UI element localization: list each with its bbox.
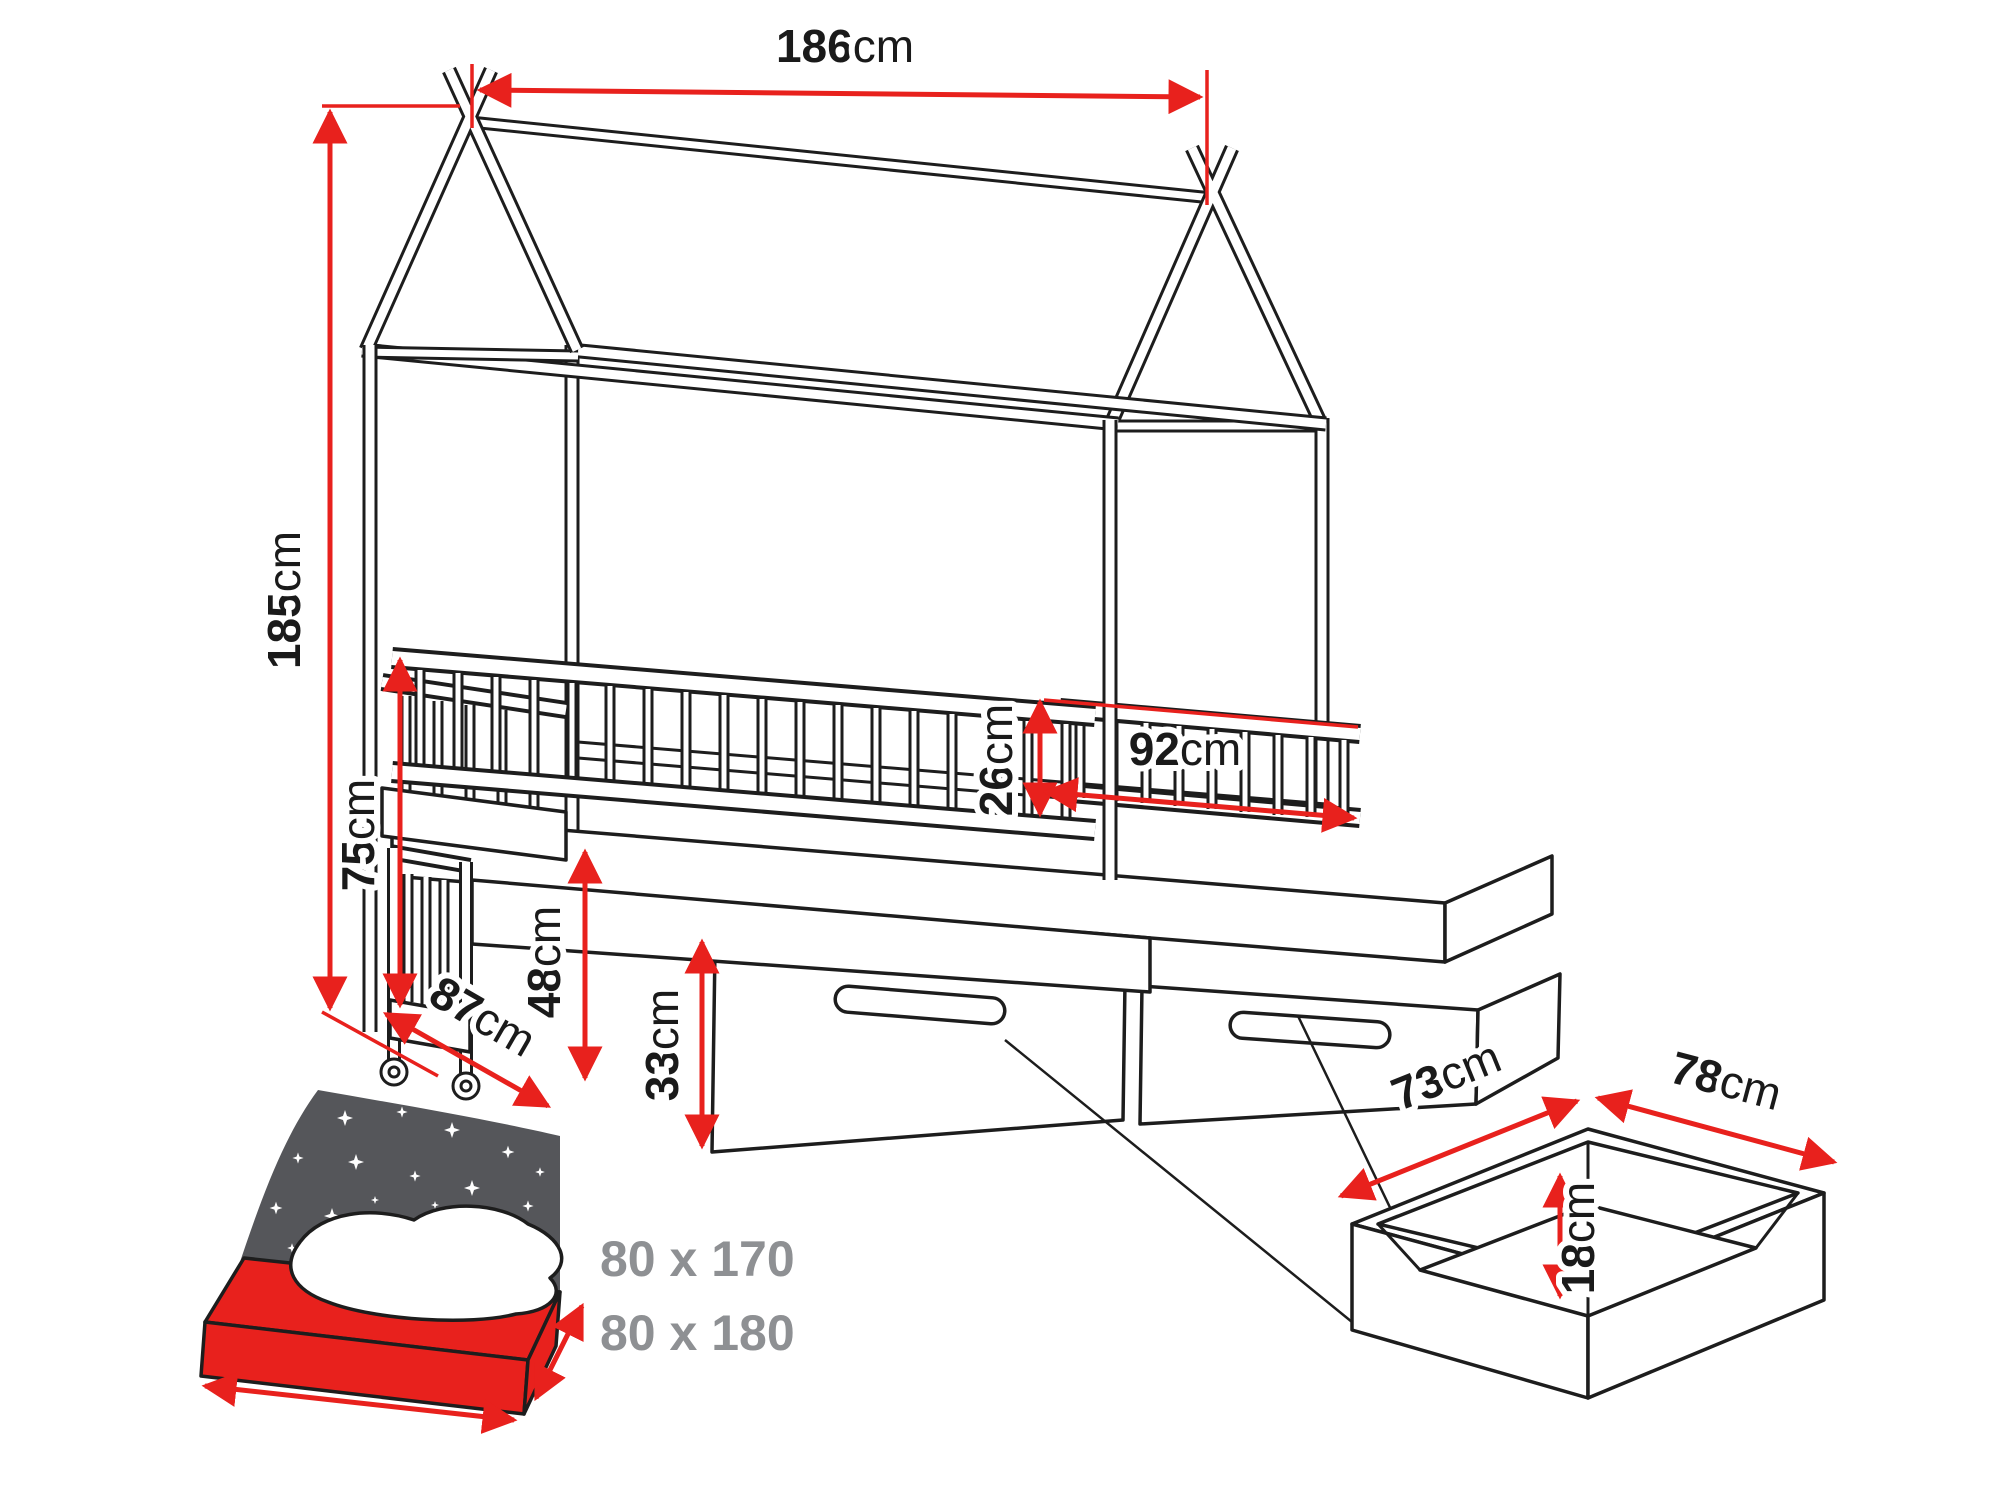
dimension-label-92: 92cm [1129,723,1242,775]
duvet [289,1204,564,1322]
right-drawer-side [1474,972,1562,1106]
dim-line-186 [476,72,1204,115]
dim-line-92 [1042,777,1358,833]
dimension-label-33: 33cm [636,989,688,1102]
right-drawer-handle [1228,1010,1392,1050]
dimension-label-26: 26cm [970,704,1022,817]
front-guard-rail [391,647,1096,841]
dim-line-73 [1337,1096,1581,1201]
dimension-label-18: 18cm [1552,1182,1604,1295]
drawer-front-right-face [1586,1191,1826,1400]
mattress-pictogram [199,1090,585,1434]
dimension-label-75: 75cm [332,779,384,892]
dimension-lines [312,64,1838,1300]
dimension-label-185: 185cm [258,531,310,669]
left-drawer-handle [833,984,1007,1026]
dimension-label-48: 48cm [518,906,570,1019]
mattress-size-top: 80 x 170 [600,1231,795,1287]
bed-end-board [1443,854,1554,964]
dimension-label-186: 186cm [776,20,914,72]
dim-line-78 [1594,1089,1838,1171]
mattress-size-bottom: 80 x 180 [600,1305,795,1361]
trundle-end-panel [379,844,481,1101]
mattress-width-arrow [201,1372,518,1434]
dimension-label-78: 78cm [1665,1041,1787,1120]
right-drawer [1138,972,1562,1126]
mattress-depth-arrow [533,1302,585,1402]
dim-line-87 [382,1011,552,1109]
